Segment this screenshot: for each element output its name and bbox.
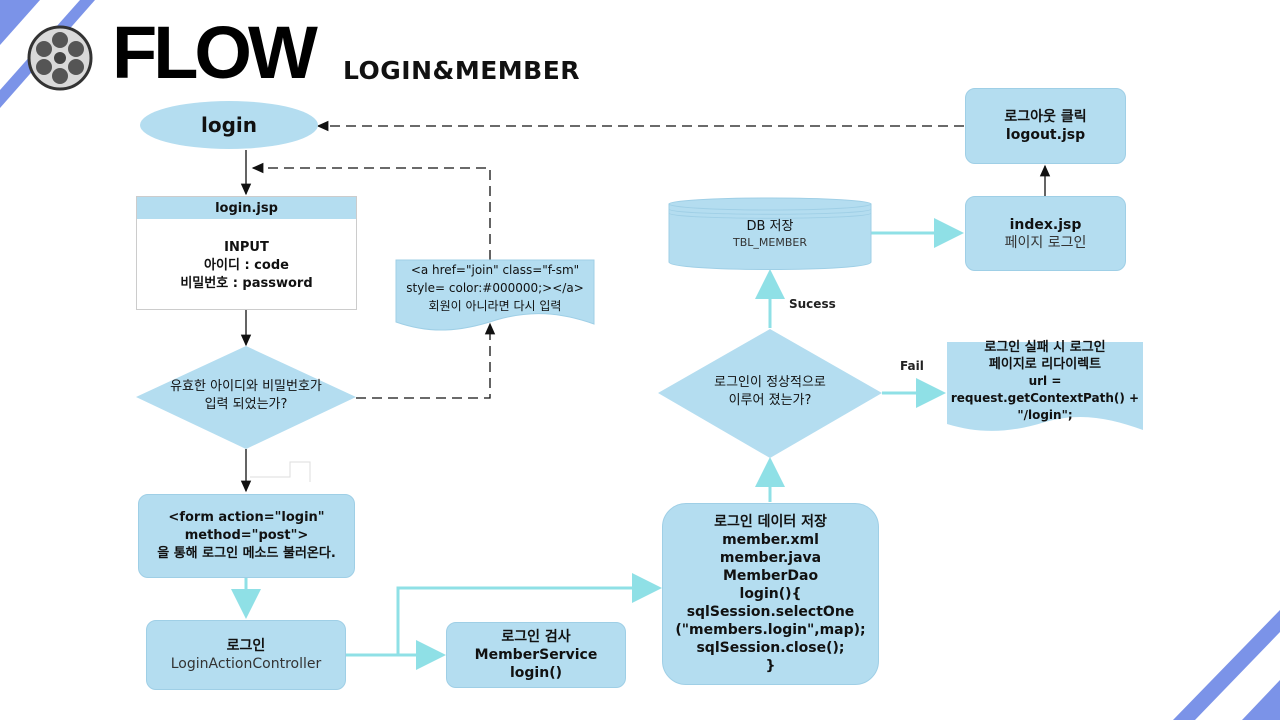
form-box: <form action="login" method="post"> 을 통해… — [138, 494, 355, 578]
controller-box: 로그인 LoginActionController — [146, 620, 346, 690]
data-box-line: member.java — [719, 550, 822, 566]
page-subtitle: LOGIN&MEMBER — [343, 56, 581, 85]
data-box-line: sqlSession.close(); — [696, 640, 845, 656]
edge-rejoin-to-login — [251, 162, 491, 260]
index-jsp-box: index.jsp 페이지 로그인 — [965, 196, 1126, 271]
service-box-line2: MemberService — [474, 647, 598, 663]
logout-box-line1: 로그아웃 클릭 — [1004, 109, 1087, 125]
service-box-line3: login() — [509, 665, 562, 681]
service-box-line1: 로그인 검사 — [501, 629, 571, 645]
success-check-line2: 이루어 졌는가? — [728, 393, 812, 408]
service-box: 로그인 검사 MemberService login() — [446, 622, 626, 688]
fail-edge-label: Fail — [900, 359, 924, 373]
logout-box-line2: logout.jsp — [1005, 127, 1086, 143]
rejoin-doc-text: <a href="join" class="f-sm" style= color… — [396, 261, 594, 315]
bottom-right-stripe-2 — [1242, 680, 1280, 720]
login-jsp-header: login.jsp — [137, 197, 356, 219]
edge-check-to-rejoin — [356, 322, 496, 399]
data-box-line: ("members.login",map); — [675, 622, 866, 638]
edge-controller-to-data — [396, 573, 662, 655]
index-box-line1: index.jsp — [1009, 216, 1082, 233]
success-check-line1: 로그인이 정상적으로 — [714, 375, 826, 390]
data-box-line: sqlSession.selectOne — [686, 604, 855, 620]
login-jsp-line1: INPUT — [224, 240, 269, 255]
fail-document — [947, 342, 1143, 431]
login-jsp-box: login.jsp INPUT 아이디 : code 비밀번호 : passwo… — [136, 196, 357, 310]
rejoin-doc-line1: <a href="join" class="f-sm" — [410, 263, 580, 277]
fail-doc-line2: 페이지로 리다이렉트 — [988, 357, 1102, 372]
fail-doc-line3: url = — [1028, 374, 1062, 388]
rejoin-doc-line2: style= color:#000000;></a> — [406, 281, 584, 295]
film-reel-icon — [27, 25, 93, 91]
db-text: DB 저장 TBL_MEMBER — [669, 218, 871, 250]
logout-box: 로그아웃 클릭 logout.jsp — [965, 88, 1126, 164]
faint-artifact — [250, 461, 311, 482]
controller-box-line2: LoginActionController — [170, 656, 322, 672]
login-oval — [140, 101, 318, 149]
form-box-line2: method="post"> — [184, 528, 309, 543]
login-jsp-line2: 아이디 : code — [204, 258, 289, 273]
success-check-text: 로그인이 정상적으로 이루어 졌는가? — [658, 374, 882, 410]
success-check-diamond — [658, 329, 882, 458]
fail-doc-line5: "/login"; — [1017, 408, 1073, 422]
fail-doc-text: 로그인 실패 시 로그인 페이지로 리다이렉트 url = request.ge… — [947, 339, 1143, 424]
data-box-line: MemberDao — [722, 568, 819, 584]
rejoin-doc-line3: 회원이 아니라면 다시 입력 — [428, 299, 562, 313]
data-box-line: } — [765, 658, 776, 674]
fail-doc-line4: request.getContextPath() + — [950, 391, 1140, 405]
valid-check-line1: 유효한 아이디와 비밀번호가 — [170, 379, 322, 394]
db-line2: TBL_MEMBER — [733, 236, 807, 249]
index-box-line2: 페이지 로그인 — [1004, 234, 1087, 251]
rejoin-document — [395, 259, 595, 331]
top-left-stripe-1 — [0, 0, 40, 45]
success-edge-label: Sucess — [789, 297, 836, 311]
valid-check-text: 유효한 아이디와 비밀번호가 입력 되었는가? — [136, 378, 356, 414]
data-box-line: login(){ — [739, 586, 802, 602]
controller-box-line1: 로그인 — [226, 638, 266, 654]
login-oval-label: login — [200, 113, 257, 137]
data-box-line: 로그인 데이터 저장 — [714, 514, 827, 530]
valid-check-line2: 입력 되었는가? — [204, 397, 288, 412]
login-jsp-line3: 비밀번호 : password — [180, 276, 313, 291]
bottom-right-stripe-1 — [1173, 610, 1280, 720]
data-box-line: member.xml — [722, 532, 819, 548]
form-box-line1: <form action="login" — [168, 510, 325, 525]
db-cylinder — [668, 197, 872, 270]
form-box-line3: 을 통해 로그인 메소드 불러온다. — [157, 546, 336, 561]
data-storage-box: 로그인 데이터 저장 member.xml member.java Member… — [662, 503, 879, 685]
page-title: FLOW — [112, 11, 318, 94]
fail-doc-line1: 로그인 실패 시 로그인 — [984, 340, 1106, 355]
db-line1: DB 저장 — [746, 219, 794, 234]
valid-check-diamond — [136, 346, 356, 449]
